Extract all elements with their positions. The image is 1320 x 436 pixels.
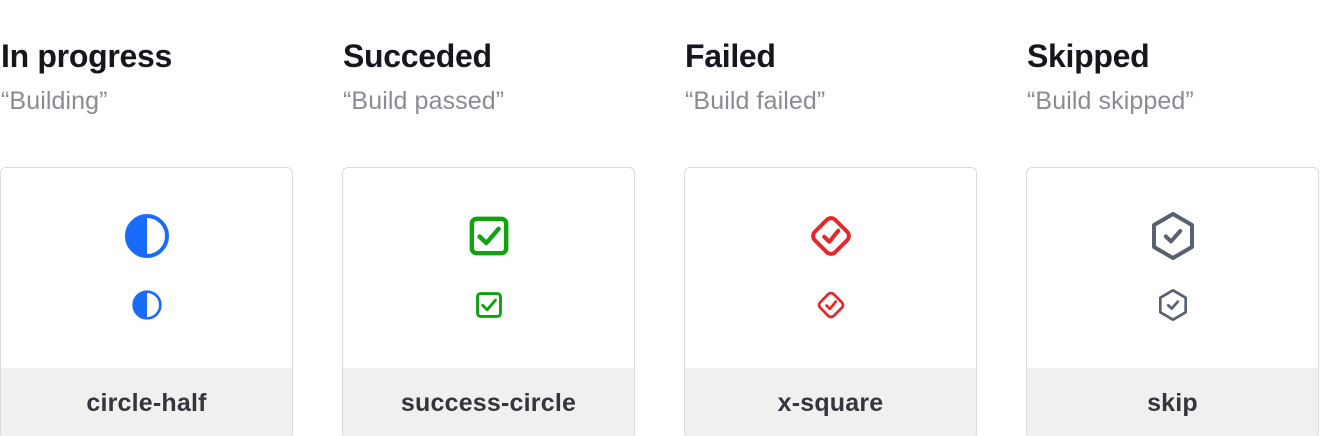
icon-card: x-square <box>684 167 977 436</box>
circle-half-icon-large <box>124 214 169 258</box>
status-column-in-progress: In progress “Building” circle-half <box>0 0 293 436</box>
check-diamond-icon-small <box>817 291 844 319</box>
status-heading: Succeded <box>343 38 492 74</box>
status-column-failed: Failed “Build failed” x-square <box>684 0 977 436</box>
status-heading: Failed <box>685 38 776 74</box>
check-hexagon-icon-large <box>1151 212 1194 260</box>
check-square-icon-large <box>469 216 508 256</box>
status-column-skipped: Skipped “Build skipped” skip <box>1026 0 1319 436</box>
icon-area <box>1027 168 1318 368</box>
check-diamond-icon-large <box>810 216 851 256</box>
icon-name-footer: x-square <box>685 368 976 436</box>
icon-name-footer: skip <box>1027 368 1318 436</box>
icon-name-label: skip <box>1147 388 1198 417</box>
icon-name-footer: success-circle <box>343 368 634 436</box>
icon-name-label: success-circle <box>400 388 577 417</box>
status-heading: In progress <box>1 38 172 74</box>
icon-area <box>343 168 634 368</box>
icon-card: skip <box>1026 167 1319 436</box>
icon-name-label: circle-half <box>86 388 207 417</box>
status-subtitle: “Build passed” <box>343 87 505 115</box>
icon-card: circle-half <box>0 167 293 436</box>
check-square-icon-small <box>475 292 502 318</box>
icon-area <box>685 168 976 368</box>
icon-name-footer: circle-half <box>1 368 292 436</box>
icon-name-label: x-square <box>777 388 884 417</box>
circle-half-icon-small <box>131 290 162 320</box>
status-subtitle: “Build skipped” <box>1027 87 1194 115</box>
status-heading: Skipped <box>1027 38 1150 74</box>
status-column-succeeded: Succeded “Build passed” success-circle <box>342 0 635 436</box>
status-subtitle: “Build failed” <box>685 87 826 115</box>
icon-card: success-circle <box>342 167 635 436</box>
status-subtitle: “Building” <box>1 87 108 115</box>
icon-area <box>1 168 292 368</box>
check-hexagon-icon-small <box>1158 289 1187 321</box>
